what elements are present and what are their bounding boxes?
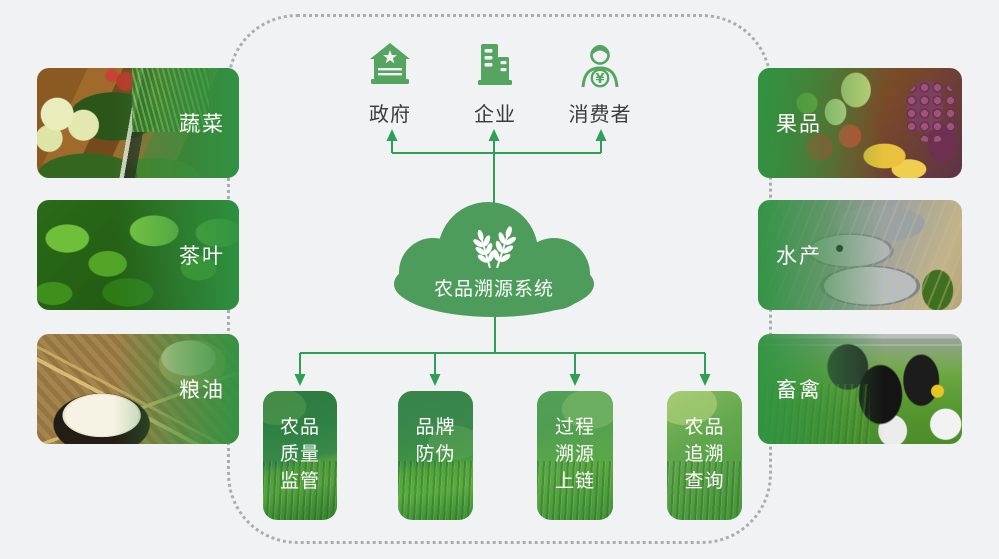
card-label: 畜禽 — [776, 379, 822, 402]
box-line: 监管 — [279, 471, 320, 492]
box-line: 农品 — [684, 417, 725, 438]
card-fruit: 果品 — [758, 68, 962, 178]
box-line: 溯源 — [554, 444, 595, 465]
card-tea: 茶叶 — [37, 200, 239, 310]
card-label: 茶叶 — [179, 245, 225, 268]
flow-box-process-trace-chain: 过程 溯源 上链 — [537, 391, 613, 520]
box-line: 查询 — [684, 471, 725, 492]
card-livestock: 畜禽 — [758, 334, 962, 444]
box-line: 上链 — [554, 471, 595, 492]
green-overlay — [758, 200, 962, 310]
green-overlay — [37, 200, 239, 310]
card-vegetables: 蔬菜 — [37, 68, 239, 178]
flow-box-quality-supervision: 农品 质量 监管 — [263, 391, 337, 520]
green-overlay — [758, 334, 962, 444]
box-line: 过程 — [554, 417, 595, 438]
green-overlay — [37, 334, 239, 444]
card-label: 果品 — [776, 113, 822, 136]
green-overlay — [37, 68, 239, 178]
enterprise-icon — [475, 42, 515, 88]
flow-box-brand-anticounterfeit: 品牌 防伪 — [398, 391, 473, 520]
green-overlay — [758, 68, 962, 178]
flow-box-trace-query: 农品 追溯 查询 — [667, 391, 742, 520]
card-label: 水产 — [776, 245, 822, 268]
entity-enterprise: 企业 — [440, 42, 550, 127]
box-line: 防伪 — [415, 444, 456, 465]
card-label: 粮油 — [179, 379, 225, 402]
card-grain-oil: 粮油 — [37, 334, 239, 444]
wheat-icon — [466, 212, 522, 275]
system-cloud: 农品溯源系统 — [391, 200, 597, 318]
box-line: 追溯 — [684, 444, 725, 465]
box-line: 质量 — [279, 444, 320, 465]
entity-consumer: ¥ 消费者 — [545, 42, 655, 127]
entity-label: 企业 — [474, 104, 516, 126]
entity-label: 消费者 — [568, 104, 632, 126]
consumer-icon: ¥ — [578, 42, 622, 88]
box-line: 品牌 — [415, 417, 456, 438]
entity-label: 政府 — [369, 104, 411, 126]
cloud-title: 农品溯源系统 — [433, 279, 554, 300]
box-line: 农品 — [279, 417, 320, 438]
card-aquatic: 水产 — [758, 200, 962, 310]
card-label: 蔬菜 — [179, 113, 225, 136]
svg-text:¥: ¥ — [595, 72, 604, 87]
government-icon — [368, 42, 412, 88]
entity-government: 政府 — [335, 42, 445, 127]
